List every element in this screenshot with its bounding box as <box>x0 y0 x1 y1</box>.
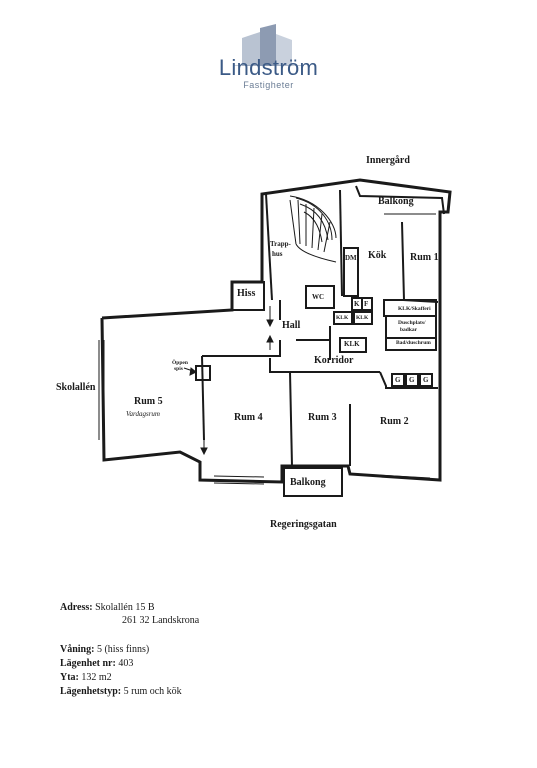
adress-row: Adress: Skolallén 15 B <box>60 601 155 614</box>
balkong-top-wall <box>355 185 445 215</box>
vardagsrum-label: Vardagsrum <box>126 410 160 418</box>
building-logo-icon <box>234 24 304 66</box>
balkong-top-label: Balkong <box>378 196 414 207</box>
lagenhet-label: Lägenhet nr: <box>60 658 116 669</box>
lagenhet-row: Lägenhet nr: 403 <box>60 657 133 670</box>
klk-skafferi-label: KLK/Skafferi <box>398 306 431 312</box>
dusch-label-2: badkar <box>400 327 418 333</box>
klk-label-c: KLK <box>344 340 360 348</box>
vaning-row: Våning: 5 (hiss finns) <box>60 643 149 656</box>
typ-label: Lägenhetstyp: <box>60 686 122 697</box>
korridor-label: Korridor <box>314 355 354 366</box>
adress-line1: Skolallén 15 B <box>95 602 155 613</box>
trapphus-label-1: Trapp- <box>270 240 291 248</box>
trapphus-label-2: hus <box>272 250 283 258</box>
yta-label: Yta: <box>60 672 79 683</box>
f-label: F <box>364 300 369 308</box>
dm-label: DM <box>345 254 357 262</box>
g-label-2: G <box>409 376 415 384</box>
vaning-value: 5 (hiss finns) <box>96 644 150 655</box>
wc-label: WC <box>312 293 325 301</box>
adress-line2: 261 32 Landskrona <box>122 615 200 626</box>
balkong-bottom-label: Balkong <box>290 477 326 488</box>
rum1-label: Rum 1 <box>410 252 439 263</box>
typ-row: Lägenhetstyp: 5 rum och kök <box>60 685 182 698</box>
hiss-label: Hiss <box>237 288 256 299</box>
staircase <box>289 195 337 263</box>
rum3-label: Rum 3 <box>308 412 337 423</box>
logo <box>0 18 537 108</box>
g-label-3: G <box>423 376 429 384</box>
brand-name: Lindström <box>218 55 319 80</box>
lagenhet-value: 403 <box>118 658 134 669</box>
dusch-label-1: Duschplats/ <box>398 320 426 326</box>
klk-label-a: KLK <box>336 315 349 321</box>
skolallen-label: Skolallén <box>56 382 96 393</box>
oppen-spis-label-2: spis <box>174 366 183 372</box>
rum4-label: Rum 4 <box>234 412 263 423</box>
adress-label: Adress: <box>60 602 93 613</box>
k-label: K <box>354 300 360 308</box>
yta-row: Yta: 132 m2 <box>60 671 112 684</box>
hall-label: Hall <box>282 320 301 331</box>
rum5-label: Rum 5 <box>134 396 163 407</box>
oppen-spis-label-1: Öppen <box>172 360 188 366</box>
hiss-box <box>231 281 265 311</box>
balkong-bottom-box <box>283 467 343 497</box>
rum2-label: Rum 2 <box>380 416 409 427</box>
yta-value: 132 m2 <box>81 672 112 683</box>
klk-label-b: KLK <box>356 315 369 321</box>
g-label-1: G <box>395 376 401 384</box>
vaning-label: Våning: <box>60 644 95 655</box>
outer-wall <box>100 178 452 484</box>
typ-value: 5 rum och kök <box>123 686 182 697</box>
innergard-label: Innergård <box>366 155 410 166</box>
bad-label: Bad/duschrum <box>396 340 431 346</box>
kok-label: Kök <box>368 250 387 261</box>
regeringsgatan-label: Regeringsgatan <box>270 519 337 530</box>
brand-tagline: Fastigheter <box>243 80 294 90</box>
